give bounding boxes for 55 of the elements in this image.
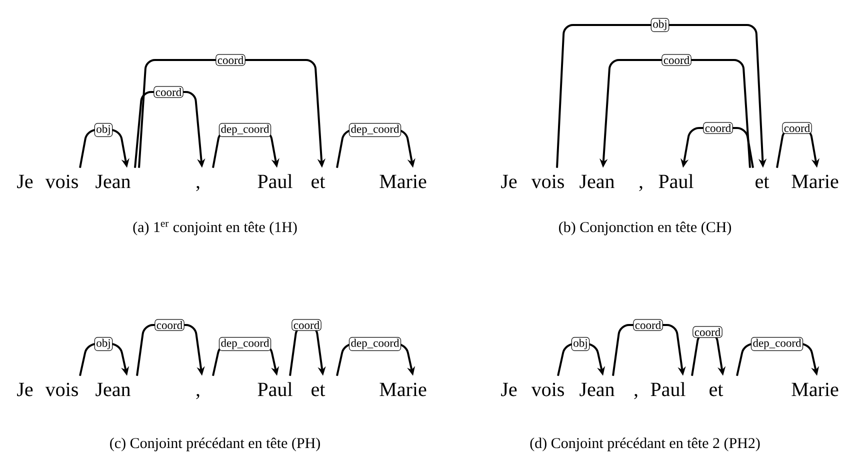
arrow [138, 59, 326, 168]
word: , [196, 394, 200, 400]
word: , [639, 186, 642, 192]
word: Je [501, 174, 517, 188]
edge-label: dep_coord [218, 337, 272, 352]
word: Marie [792, 382, 838, 396]
edge-label: coord [154, 319, 184, 331]
word: Jean [96, 382, 130, 396]
arrow [557, 343, 606, 376]
word: Marie [792, 174, 838, 188]
caption: (d) Conjoint précédant en tête 2 (PH2) [530, 438, 760, 452]
edge-label: coord [662, 54, 692, 66]
edge-label: dep_coord [348, 123, 402, 138]
word: Paul [650, 382, 686, 396]
word: , [196, 186, 200, 192]
edge-label: obj [571, 337, 590, 352]
edge-label: coord [692, 326, 722, 338]
arrow [556, 24, 767, 168]
word: Paul [258, 382, 292, 396]
caption: (c) Conjoint précédant en tête (PH) [110, 438, 320, 452]
word: Marie [380, 382, 426, 396]
word: Je [17, 382, 33, 396]
arrow [79, 129, 130, 168]
edge-label: coord [782, 122, 812, 134]
word: vois [45, 382, 78, 396]
edge-label: dep_coord [750, 337, 804, 352]
word: Je [17, 174, 33, 188]
edge-label: obj [94, 337, 113, 352]
word: Jean [96, 174, 130, 188]
word: et [756, 176, 770, 188]
edge-label: coord [633, 319, 663, 331]
word: et [710, 384, 724, 396]
arrow [79, 343, 130, 376]
word: Paul [658, 174, 694, 188]
word: Jean [580, 382, 614, 396]
edge-label: dep_coord [348, 337, 402, 352]
word: vois [531, 382, 564, 396]
edge-label: coord [703, 122, 733, 134]
word: et [312, 176, 326, 188]
word: Jean [580, 174, 614, 188]
word: , [634, 394, 638, 400]
word: Marie [380, 174, 426, 188]
edge-label: obj [650, 18, 670, 32]
word: et [312, 384, 326, 396]
edge-label: obj [94, 123, 113, 138]
edge-label: coord [216, 54, 246, 66]
edge-label: coord [292, 319, 322, 331]
word: vois [531, 174, 564, 188]
word: Paul [258, 174, 292, 188]
word: Je [501, 382, 517, 396]
edge-label: coord [154, 86, 184, 98]
edge-label: dep_coord [218, 123, 272, 138]
caption: (b) Conjonction en tête (CH) [559, 222, 731, 236]
word: vois [45, 174, 78, 188]
caption: (a) 1$^{er}$ conjoint en tête (1H) [133, 222, 297, 236]
